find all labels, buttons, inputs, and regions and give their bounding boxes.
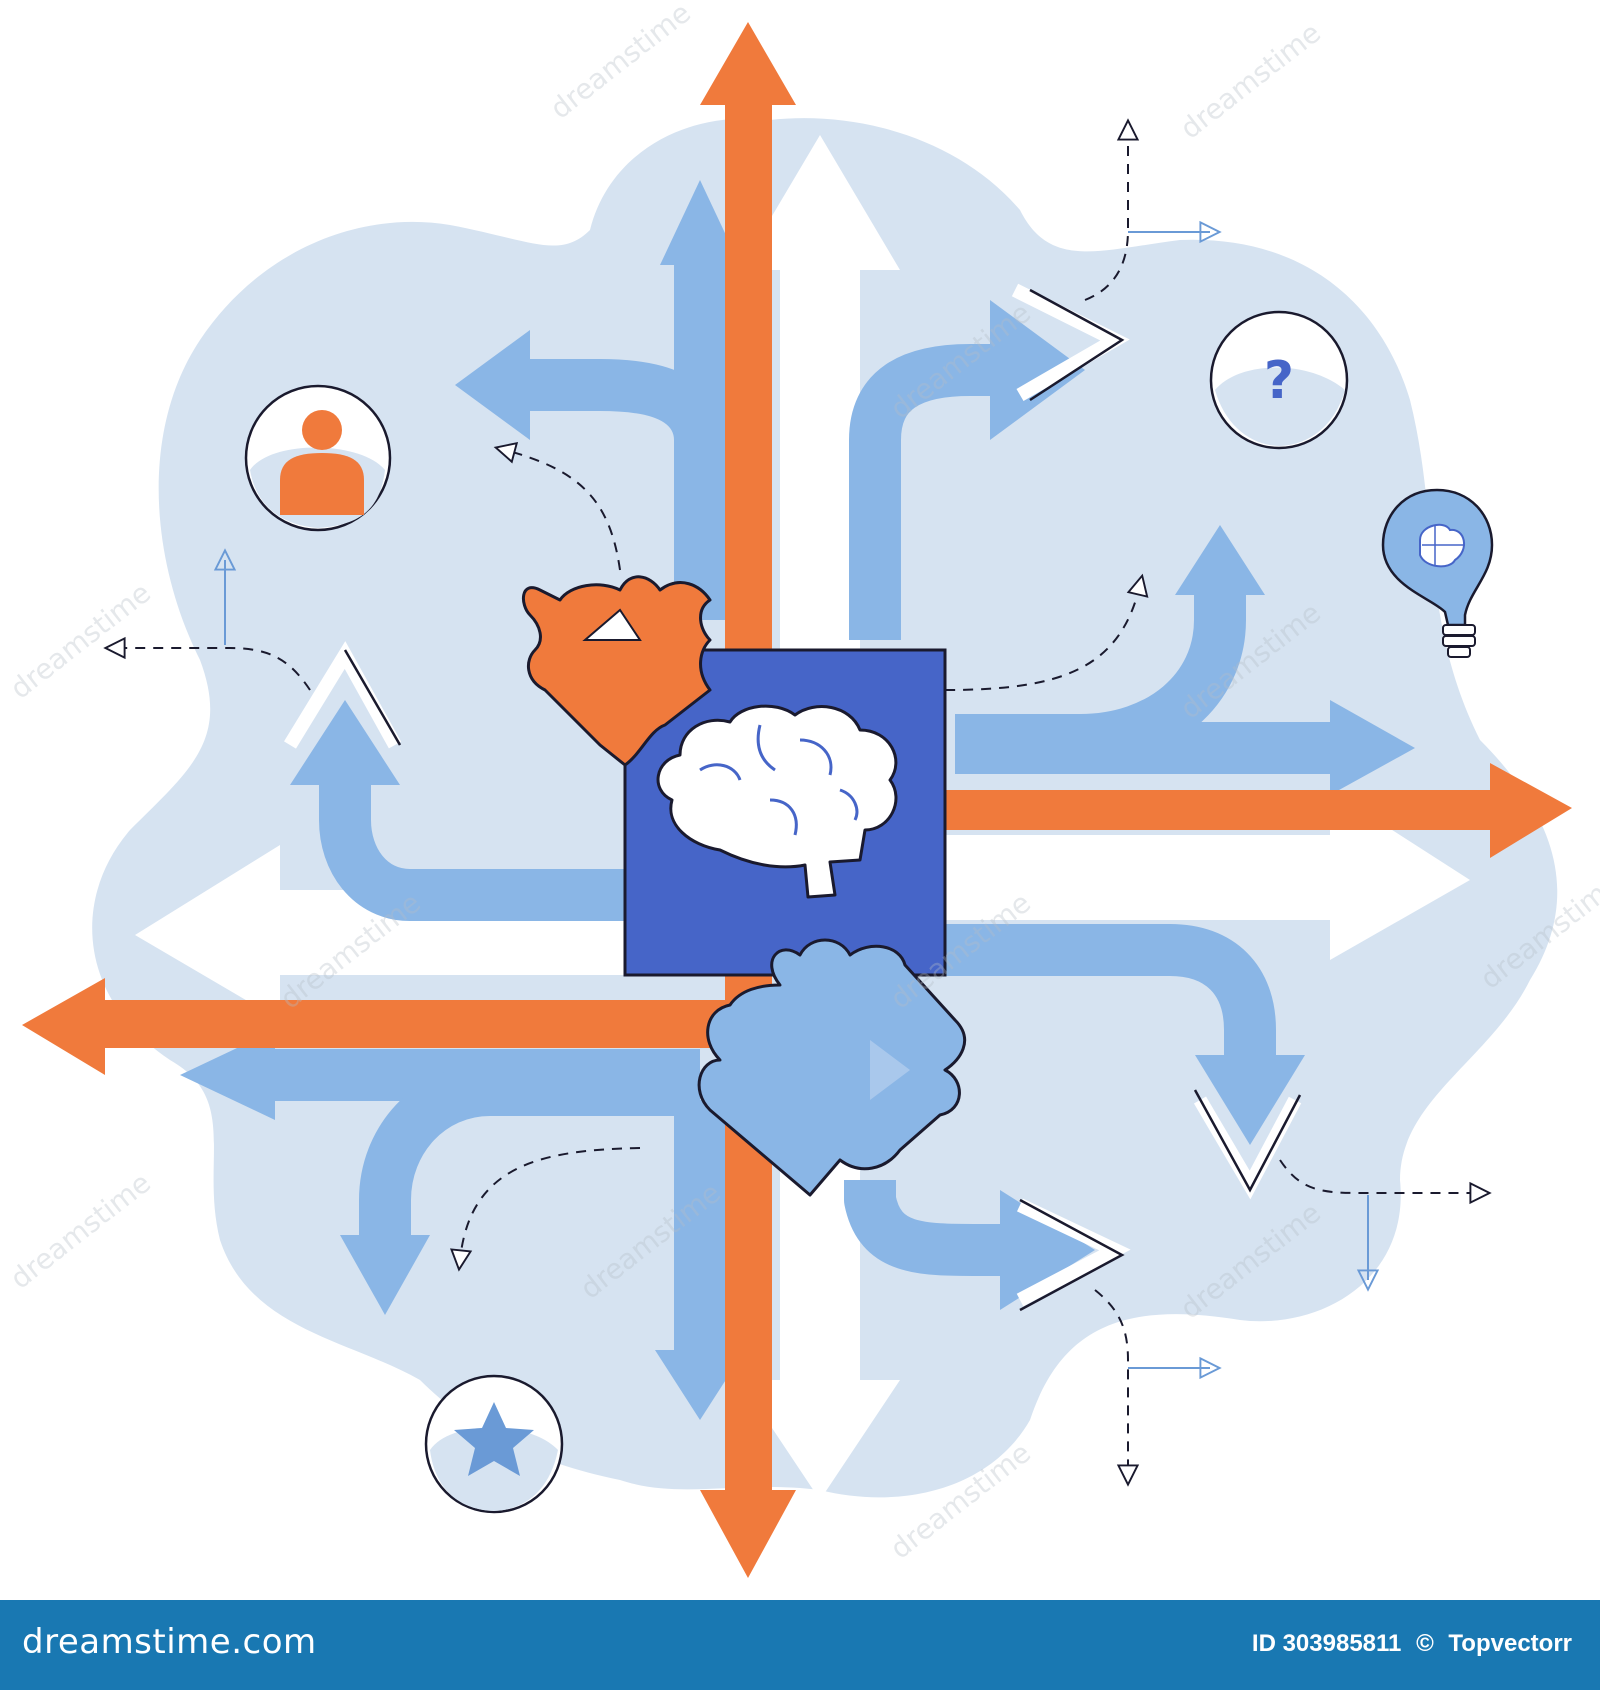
blue-arrow-down-left: [359, 1064, 690, 1240]
footer-bar: dreamstime.com ID 303985811 © Topvectorr: [0, 1600, 1600, 1690]
white-arrow-down: [740, 1200, 900, 1500]
lightbulb: [1381, 488, 1494, 658]
blue-arrow-right-top: [849, 344, 1010, 640]
brain-icon: [656, 704, 898, 899]
svg-text:dreamstime: dreamstime: [4, 576, 157, 706]
svg-text:dreamstime: dreamstime: [4, 1166, 157, 1296]
blue-arrow-down-right: [940, 924, 1276, 1060]
author-name: Topvectorr: [1448, 1630, 1572, 1657]
question-icon: ?: [1264, 351, 1294, 411]
blue-arrow-right-low: [844, 1174, 1010, 1276]
thin-blue-arrows: [213, 220, 1380, 1380]
orange-arrow-left: [22, 978, 800, 1075]
image-id: ID 303985811: [1251, 1630, 1402, 1657]
user-circle: [244, 384, 392, 532]
footer-brand[interactable]: dreamstime.com: [22, 1622, 317, 1662]
blue-arrow-heads: [180, 180, 1415, 1420]
puzzle-piece-blue: [697, 938, 967, 1197]
copyright-icon: ©: [1416, 1630, 1434, 1657]
white-arrow-left: [135, 845, 700, 1020]
orange-arrow-right: [940, 763, 1572, 858]
decision-paths-illustration: ? dreamstime dreamstime dreamstime dream…: [4, 0, 1600, 1578]
blue-curved-arrows: [270, 260, 1330, 1360]
blue-arrow-left-up: [319, 780, 640, 921]
chevron-outlines: [343, 288, 1302, 1312]
star-circle: [424, 1374, 564, 1514]
dashed-paths: [103, 118, 1492, 1487]
footer-meta: ID 303985811 © Topvectorr: [1244, 1630, 1572, 1658]
white-arrow-right: [930, 790, 1470, 960]
star-icon: [454, 1402, 534, 1476]
user-icon: [280, 410, 364, 515]
question-circle: ?: [1209, 310, 1349, 450]
svg-text:dreamstime: dreamstime: [1174, 16, 1327, 146]
svg-text:dreamstime: dreamstime: [544, 0, 697, 126]
puzzle-piece-orange: [521, 575, 712, 767]
